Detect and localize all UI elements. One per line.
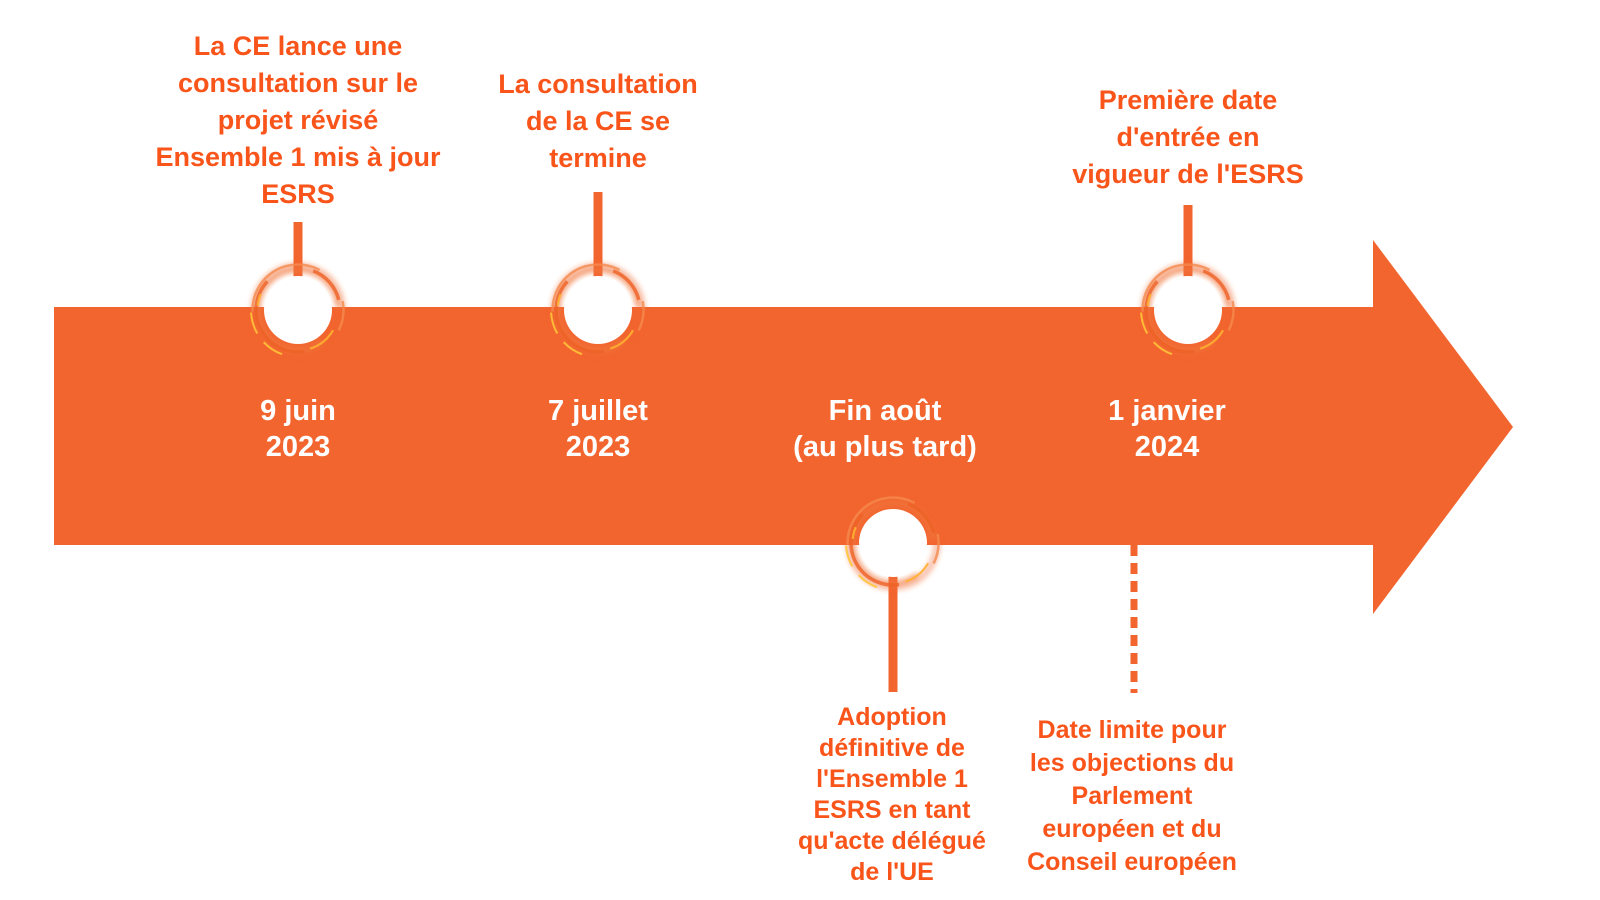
dashed-connector-line-deadline — [1130, 545, 1138, 693]
milestone-node-3 — [833, 483, 953, 603]
milestone-label-4: Première date d'entrée en vigueur de l'E… — [1072, 82, 1303, 193]
milestone-date-2: 7 juillet 2023 — [548, 393, 648, 465]
label-line: l'Ensemble 1 — [816, 765, 968, 793]
label-line: ESRS en tant — [813, 796, 971, 824]
label-line: Première date — [1098, 85, 1278, 115]
label-line: définitive de — [819, 734, 965, 762]
milestone-label-2: La consultation de la CE se termine — [498, 66, 698, 177]
label-line: projet révisé — [217, 105, 379, 135]
label-line: La consultation — [498, 69, 698, 99]
label-line: les objections du — [1029, 749, 1235, 777]
label-line: Parlement — [1071, 782, 1193, 810]
label-line: européen et du — [1042, 815, 1222, 843]
milestone-label-3: Adoption définitive de l'Ensemble 1 ESRS… — [798, 702, 986, 888]
date-line: 1 janvier — [1108, 395, 1226, 427]
milestone-node-1 — [238, 250, 358, 370]
label-line: consultation sur le — [177, 68, 419, 98]
connector-line-milestone-2 — [593, 192, 603, 277]
date-line: 7 juillet — [548, 395, 648, 427]
label-line: Date limite pour — [1037, 716, 1227, 744]
label-line: d'entrée en — [1116, 122, 1260, 152]
label-line: Ensemble 1 mis à jour — [155, 142, 441, 172]
milestone-node-2 — [538, 250, 658, 370]
label-line: La CE lance une — [193, 31, 403, 61]
label-line: de l'UE — [850, 858, 934, 886]
label-line: qu'acte délégué — [798, 827, 986, 855]
milestone-date-4: 1 janvier 2024 — [1108, 393, 1226, 465]
label-line: vigueur de l'ESRS — [1072, 159, 1304, 189]
label-line: de la CE se — [525, 106, 671, 136]
date-line: 2023 — [565, 431, 631, 463]
deadline-label: Date limite pour les objections du Parle… — [1027, 714, 1237, 879]
connector-line-milestone-3 — [888, 575, 898, 692]
connector-line-milestone-4 — [1183, 205, 1193, 277]
label-line: termine — [549, 143, 647, 173]
date-line: 2024 — [1134, 431, 1200, 463]
milestone-node-4 — [1128, 250, 1248, 370]
connector-line-milestone-1 — [293, 222, 303, 277]
label-line: Adoption — [837, 703, 947, 731]
date-line: Fin août — [828, 395, 942, 427]
milestone-label-1: La CE lance une consultation sur le proj… — [155, 28, 440, 213]
date-line: 9 juin — [260, 395, 336, 427]
date-line: (au plus tard) — [793, 431, 977, 463]
date-line: 2023 — [265, 431, 331, 463]
milestone-date-3: Fin août (au plus tard) — [793, 393, 977, 465]
label-line: Conseil européen — [1027, 848, 1237, 876]
milestone-date-1: 9 juin 2023 — [260, 393, 336, 465]
timeline-arrow-head — [1373, 240, 1513, 614]
label-line: ESRS — [261, 179, 335, 209]
